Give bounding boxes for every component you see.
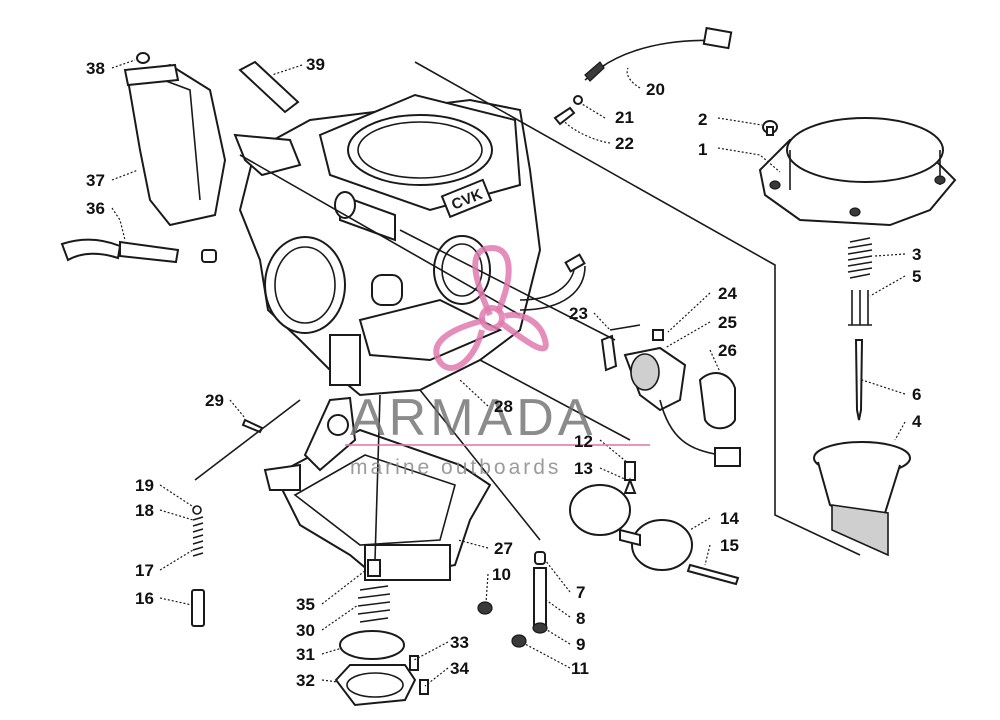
callout-3: 3	[912, 245, 921, 264]
callout-32: 32	[296, 671, 315, 690]
callout-39: 39	[306, 55, 325, 74]
callout-10: 10	[492, 565, 511, 584]
callout-20: 20	[646, 80, 665, 99]
callout-1: 1	[698, 140, 707, 159]
callout-17: 17	[135, 561, 154, 580]
throttle-position-sensor	[600, 329, 741, 467]
callout-19: 19	[135, 476, 154, 495]
watermark-tagline: marine outboards	[350, 456, 561, 479]
carburetor-body: CVK	[233, 93, 586, 397]
callout-37: 37	[86, 171, 105, 190]
callout-6: 6	[912, 385, 921, 404]
callout-9: 9	[576, 635, 585, 654]
spring-and-needle	[847, 237, 873, 421]
carburetor-top-cover	[758, 117, 957, 227]
callout-21: 21	[615, 108, 634, 127]
callout-5: 5	[912, 267, 921, 286]
callout-13: 13	[574, 459, 593, 478]
float-bowl	[263, 396, 492, 582]
callout-16: 16	[135, 589, 154, 608]
propeller-logo-icon	[433, 244, 549, 371]
callout-28: 28	[494, 397, 513, 416]
callout-2: 2	[698, 110, 707, 129]
main-jet-parts	[477, 551, 548, 648]
throttle-cable	[553, 26, 733, 126]
callout-30: 30	[296, 621, 315, 640]
bottom-cover-parts	[334, 559, 429, 707]
callout-27: 27	[494, 539, 513, 558]
callout-18: 18	[135, 501, 154, 520]
side-cover	[123, 63, 227, 227]
side-cover-screw	[136, 52, 150, 64]
callout-36: 36	[86, 199, 105, 218]
callout-12: 12	[574, 432, 593, 451]
callout-38: 38	[86, 59, 105, 78]
pilot-screw-parts	[191, 505, 205, 627]
callout-22: 22	[615, 134, 634, 153]
armada-watermark: ARMADA marine outboards	[345, 244, 650, 479]
pilot-screw-hose	[60, 238, 217, 264]
callout-23: 23	[569, 304, 588, 323]
watermark-brand: ARMADA	[350, 389, 596, 447]
callout-14: 14	[720, 509, 739, 528]
callout-7: 7	[576, 583, 585, 602]
callout-25: 25	[718, 313, 737, 332]
callout-15: 15	[720, 536, 739, 555]
callout-labels: 1 2 3 4 5 6 7 8 9 10 11 12 13 14 15 16 1…	[86, 55, 922, 690]
callout-4: 4	[912, 412, 922, 431]
float-assembly	[569, 484, 740, 586]
callout-8: 8	[576, 609, 585, 628]
small-screw	[241, 418, 264, 434]
cover-screw	[762, 120, 778, 136]
callout-33: 33	[450, 633, 469, 652]
callout-31: 31	[296, 645, 315, 664]
needle-valve	[623, 461, 637, 494]
callout-29: 29	[205, 391, 224, 410]
callout-11: 11	[571, 659, 589, 678]
callout-24: 24	[718, 284, 737, 303]
callout-35: 35	[296, 595, 315, 614]
callout-26: 26	[718, 341, 737, 360]
callout-34: 34	[450, 659, 469, 678]
vent-hose	[238, 60, 300, 114]
diaphragm-cup	[813, 441, 911, 557]
